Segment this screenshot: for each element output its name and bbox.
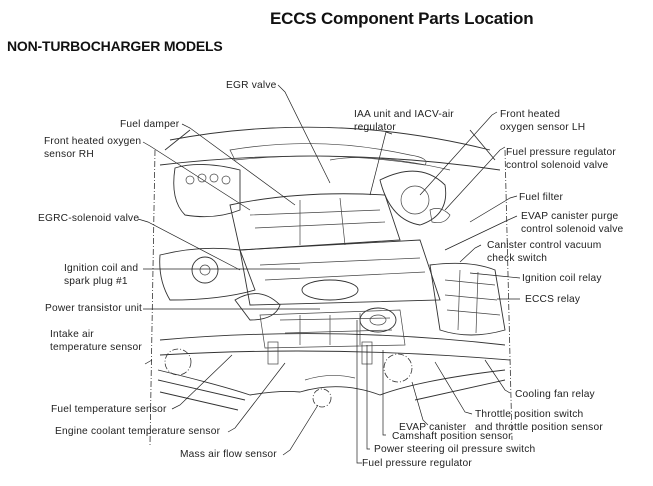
label-cooling-fan-relay: Cooling fan relay [515,389,595,400]
label-front-heated-oxygen-sensor-lh: Front heated oxygen sensor LH [500,109,586,133]
label-ignition-coil-spark-plug-1: Ignition coil and spark plug #1 [64,263,139,287]
label-fuel-pressure-regulator: Fuel pressure regulator [362,458,472,469]
label-camshaft-position-sensor: Camshaft position sensor [392,431,512,442]
label-evap-canister-purge-control-solenoid: EVAP canister purge control solenoid val… [521,211,624,235]
label-egr-valve: EGR valve [226,80,277,91]
label-ignition-coil-relay: Ignition coil relay [522,273,602,284]
label-power-steering-oil-pressure-switch: Power steering oil pressure switch [374,444,536,455]
label-iaa-unit-iacv-air-regulator: IAA unit and IACV-air regulator [354,109,454,133]
label-fuel-damper: Fuel damper [120,119,180,130]
label-front-heated-oxygen-sensor-rh: Front heated oxygen sensor RH [44,136,142,160]
leader-lines [137,84,521,464]
label-power-transistor-unit: Power transistor unit [45,303,143,314]
label-fuel-filter: Fuel filter [519,192,564,203]
label-engine-coolant-temperature-sensor: Engine coolant temperature sensor [55,426,221,437]
label-fuel-temperature-sensor: Fuel temperature sensor [51,404,167,415]
section-subtitle: NON-TURBOCHARGER MODELS [7,38,223,54]
label-fuel-pressure-regulator-control-solenoid: Fuel pressure regulator control solenoid… [506,147,616,171]
engine-illustration [149,126,513,446]
label-eccs-relay: ECCS relay [525,294,581,305]
label-evap-canister: EVAP canister [399,422,467,433]
page-title: ECCS Component Parts Location [270,9,534,28]
label-intake-air-temperature-sensor: Intake air temperature sensor [50,329,142,353]
label-egrc-solenoid-valve: EGRC-solenoid valve [38,213,140,224]
label-mass-air-flow-sensor: Mass air flow sensor [180,449,277,460]
label-canister-control-vacuum-check-switch: Canister control vacuum check switch [487,240,602,264]
label-throttle-position-switch-sensor: Throttle position switch and throttle po… [475,409,603,433]
